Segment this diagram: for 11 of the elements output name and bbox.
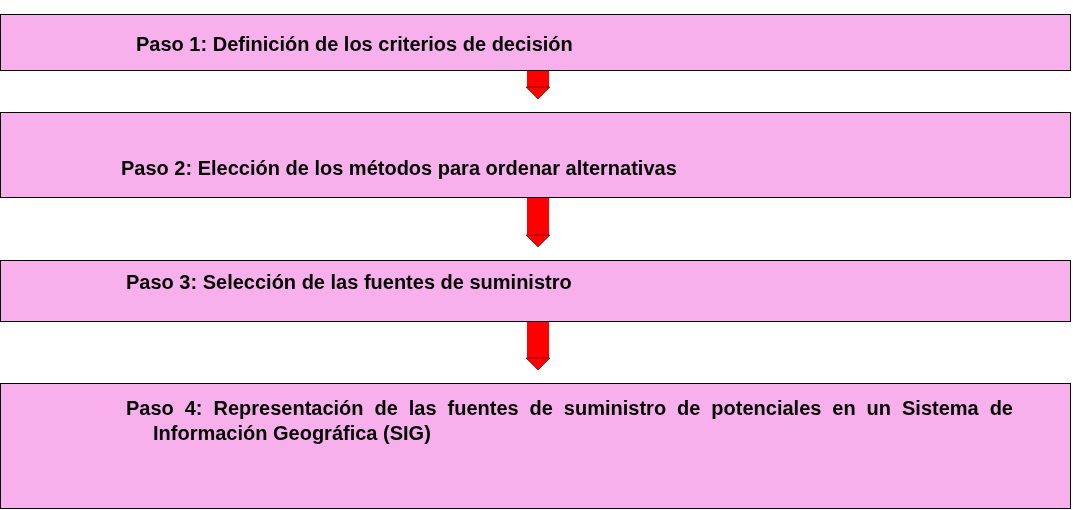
arrow — [525, 198, 551, 248]
step-text: Paso 4: Representación de las fuentes de suministro de potenciales en un Sistema de Información Geográfica (SIG) — [126, 396, 1013, 446]
step-text: Paso 1: Definición de los criterios de decisión — [136, 32, 574, 57]
process-box — [0, 383, 1071, 509]
process-box — [0, 112, 1071, 198]
arrow — [525, 71, 551, 100]
step-text: Paso 2: Elección de los métodos para ordenar alternativas — [121, 156, 678, 181]
process-box — [0, 260, 1071, 322]
arrow — [525, 322, 551, 371]
process-box — [0, 14, 1071, 71]
step-text: Paso 3: Selección de las fuentes de suministro — [126, 270, 573, 295]
